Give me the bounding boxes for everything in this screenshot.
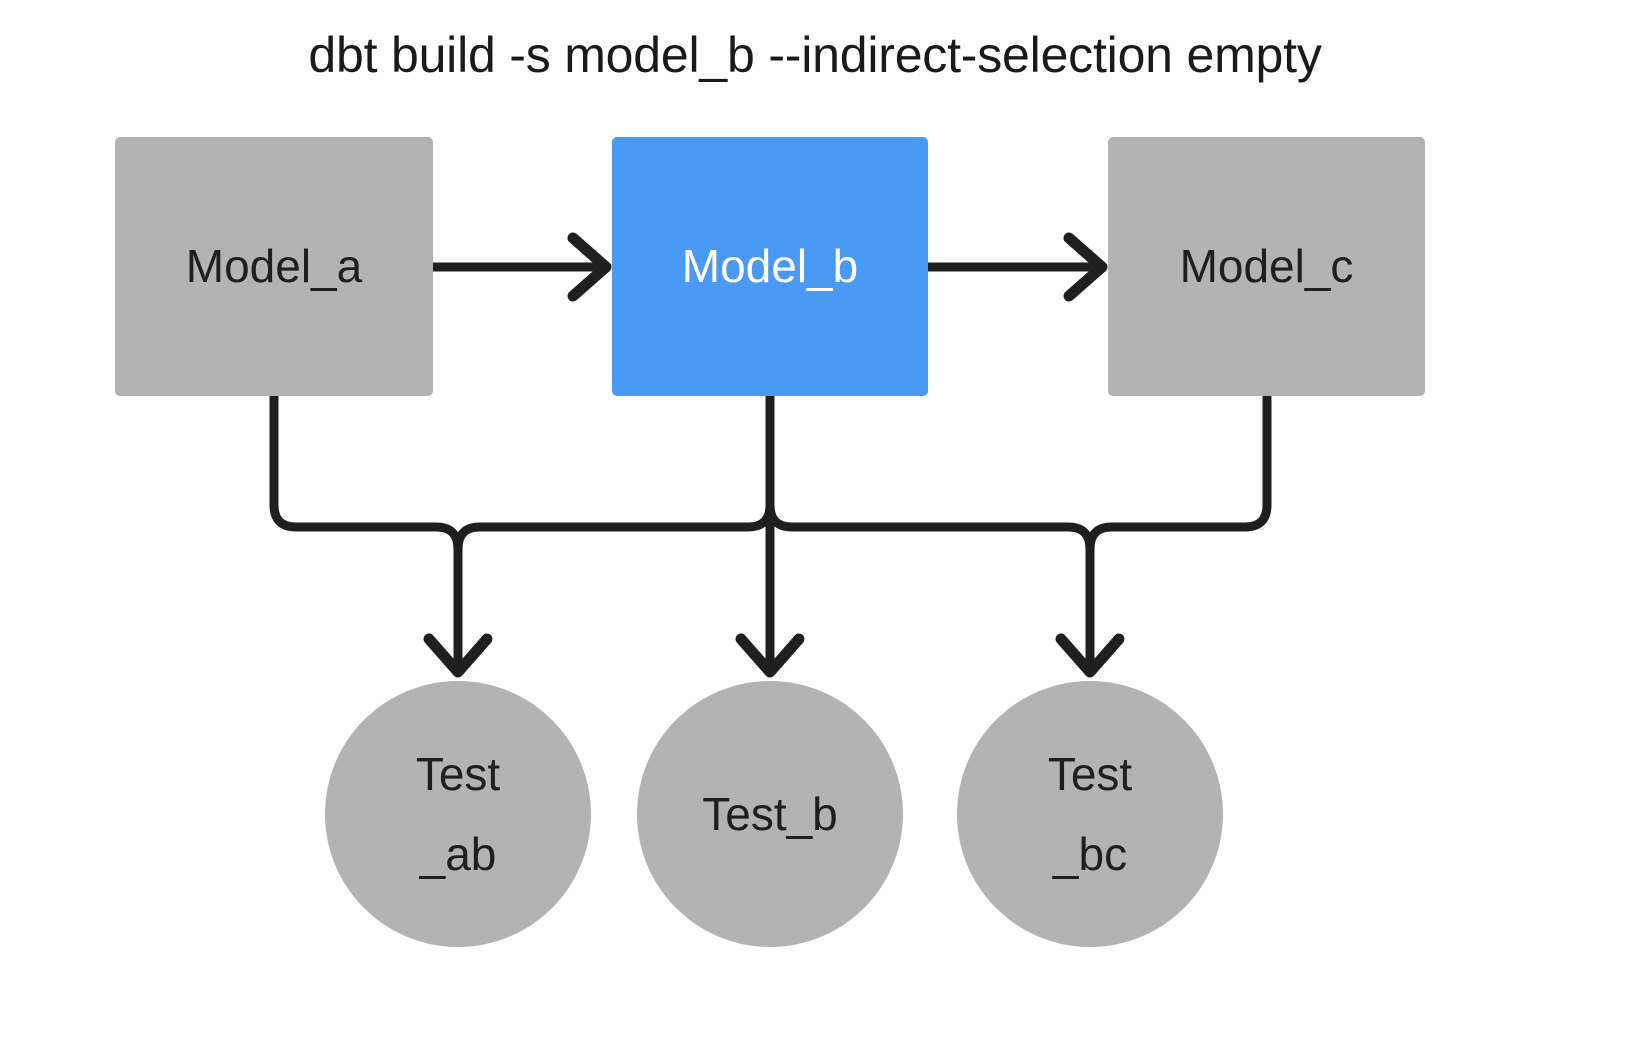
node-model-c[interactable]: Model_c	[1108, 137, 1425, 396]
node-model-b-label: Model_b	[681, 240, 859, 293]
node-test-b[interactable]: Test_b	[637, 681, 903, 947]
node-test-b-label-line1: Test_b	[702, 787, 838, 840]
node-test-ab[interactable]: Test _ab	[325, 681, 591, 947]
edge-model-a-to-test-ab	[269, 396, 493, 678]
node-test-bc[interactable]: Test _bc	[957, 681, 1223, 947]
node-model-a[interactable]: Model_a	[115, 137, 433, 396]
node-test-bc-label-line1: Test	[1047, 747, 1133, 800]
node-test-bc-label-line2: _bc	[1052, 828, 1128, 880]
edge-model-c-to-test-bc	[1085, 396, 1272, 550]
node-test-ab-label-line2: _ab	[419, 828, 497, 880]
node-model-a-label: Model_a	[185, 240, 363, 293]
edge-model-a-to-model-b	[433, 232, 612, 302]
node-model-c-label: Model_c	[1179, 240, 1354, 293]
edge-model-b-to-test-bc	[765, 396, 1125, 678]
node-model-b[interactable]: Model_b	[612, 137, 928, 396]
edge-model-b-to-test-b	[735, 396, 805, 678]
edge-model-b-to-test-ab	[453, 396, 775, 550]
edge-model-b-to-model-c	[928, 232, 1108, 302]
diagram-title: dbt build -s model_b --indirect-selectio…	[308, 27, 1322, 83]
node-test-ab-label-line1: Test	[415, 747, 501, 800]
